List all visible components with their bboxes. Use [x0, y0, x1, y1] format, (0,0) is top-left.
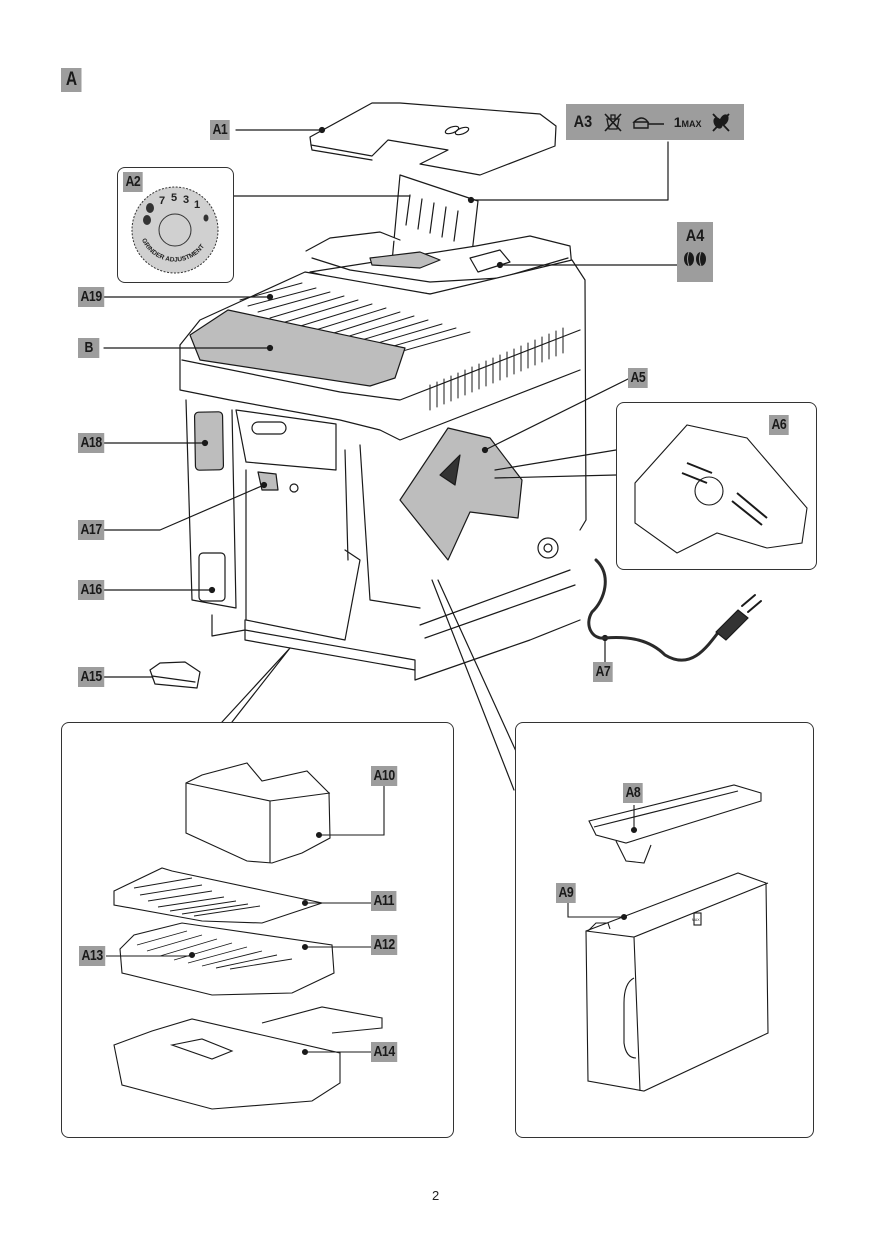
leader-a9	[567, 903, 624, 918]
plug	[715, 594, 762, 641]
a4-symbol-box: A4	[677, 222, 713, 282]
max-mark	[693, 912, 702, 926]
water-tank-lid	[588, 784, 762, 864]
bean-container-lid	[309, 102, 557, 176]
leader-a5	[484, 377, 631, 451]
label-a11: A11	[371, 891, 397, 911]
no-beans-icon	[711, 113, 730, 132]
brew-unit-panel: A6	[616, 402, 817, 570]
cup-tray-grille	[113, 867, 325, 924]
section-label: A	[61, 68, 82, 92]
label-a3: A3	[573, 112, 593, 131]
svg-text:7: 7	[159, 195, 165, 207]
water-hardness-test-strip	[399, 427, 523, 561]
leader-a3	[469, 141, 669, 201]
measuring-scoop-icon	[632, 117, 664, 129]
label-a5: A5	[628, 368, 648, 388]
label-a4: A4	[685, 226, 705, 245]
leader-a10	[319, 780, 385, 836]
label-a8: A8	[623, 783, 643, 803]
svg-text:5: 5	[171, 192, 177, 204]
drip-tray-parts-panel: A10 A11 A12 A13 A14	[61, 722, 454, 1138]
drip-tray	[119, 922, 335, 996]
grinder-dial: 7 5 3 1 GRINDER ADJUSTMENT	[131, 186, 219, 274]
label-a16: A16	[78, 580, 105, 600]
label-a19: A19	[78, 287, 105, 307]
page-number: 2	[432, 1188, 440, 1203]
svg-text:1: 1	[194, 199, 200, 211]
label-b: B	[78, 338, 100, 358]
label-a6: A6	[769, 415, 789, 435]
no-instant-coffee-icon	[604, 113, 622, 132]
label-a13: A13	[79, 946, 106, 966]
callout-to-tank-panel	[431, 579, 521, 791]
water-tank: MAX	[585, 872, 769, 1092]
label-a17: A17	[78, 520, 105, 540]
a3-symbol-box: A3 1MAX	[566, 104, 744, 140]
label-a18: A18	[78, 433, 105, 453]
callout-to-tray-panel	[221, 647, 291, 723]
scoop-max-text: 1MAX	[673, 114, 702, 130]
brew-unit-illustration	[617, 403, 808, 554]
power-cable	[587, 558, 722, 662]
water-tank-panel: MAX A8 A9	[515, 722, 814, 1138]
label-a7: A7	[593, 662, 613, 682]
svg-text:MAX: MAX	[692, 918, 700, 922]
grinder-adjustment-panel: 7 5 3 1 GRINDER ADJUSTMENT A2	[117, 167, 234, 283]
svg-text:3: 3	[183, 194, 189, 206]
coffee-beans-icon	[684, 251, 706, 267]
label-a10: A10	[371, 766, 398, 786]
machine-body	[179, 259, 587, 681]
drip-tray-base	[113, 1006, 383, 1110]
coffee-grounds-tray-part	[149, 661, 201, 689]
label-a15: A15	[78, 667, 105, 687]
coffee-grounds-container	[185, 762, 331, 864]
leader-a17	[103, 484, 265, 531]
label-a14: A14	[371, 1042, 398, 1062]
label-a9: A9	[556, 883, 576, 903]
label-a2: A2	[123, 172, 143, 192]
label-a12: A12	[371, 935, 398, 955]
leader-a6	[494, 449, 617, 479]
label-a1: A1	[210, 120, 230, 140]
